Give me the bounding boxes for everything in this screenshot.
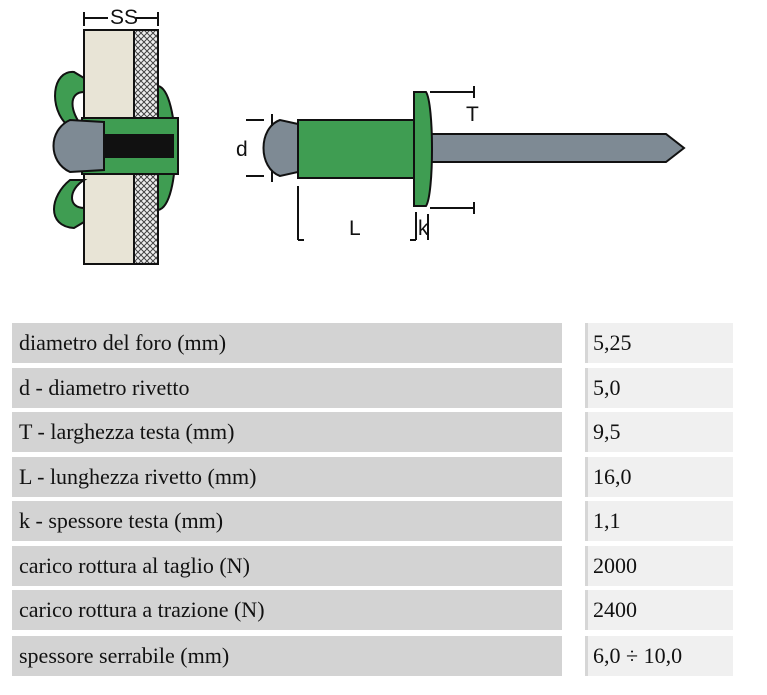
spec-value: 2400 [585,590,733,630]
spec-label: carico rottura a trazione (N) [12,590,562,630]
spec-value: 6,0 ÷ 10,0 [585,636,733,676]
rivet-technical-diagram: SS T d L k [52,6,686,265]
l-dimension-line [297,186,417,241]
t-dimension-label: T [466,103,479,126]
rivet-side-view-drawing: T d L k [236,86,686,241]
d-dimension-line [246,114,273,182]
rivet-flange [413,91,433,207]
mandrel-head [262,118,299,178]
spec-label: carico rottura al taglio (N) [12,546,562,586]
spec-label: spessore serrabile (mm) [12,636,562,676]
mandrel-head-installed [52,118,105,174]
spec-value: 9,5 [585,412,733,452]
t-dimension-line [430,86,475,214]
spec-value: 1,1 [585,501,733,541]
spec-label: T - larghezza testa (mm) [12,412,562,452]
d-dimension-label: d [236,138,248,161]
spec-label: d - diametro rivetto [12,368,562,408]
l-dimension-label: L [349,217,361,240]
spec-value: 2000 [585,546,733,586]
spec-value: 5,25 [585,323,733,363]
spec-label: diametro del foro (mm) [12,323,562,363]
rivet-bulb-lower [53,179,88,230]
ss-dimension-line [83,12,159,26]
spec-label: L - lunghezza rivetto (mm) [12,457,562,497]
mandrel-bore [104,134,174,158]
installed-rivet-drawing: SS [52,6,179,265]
spec-value: 5,0 [585,368,733,408]
spec-value: 16,0 [585,457,733,497]
ss-dimension-label: SS [110,6,138,29]
k-dimension-label: k [418,217,429,240]
spec-label: k - spessore testa (mm) [12,501,562,541]
